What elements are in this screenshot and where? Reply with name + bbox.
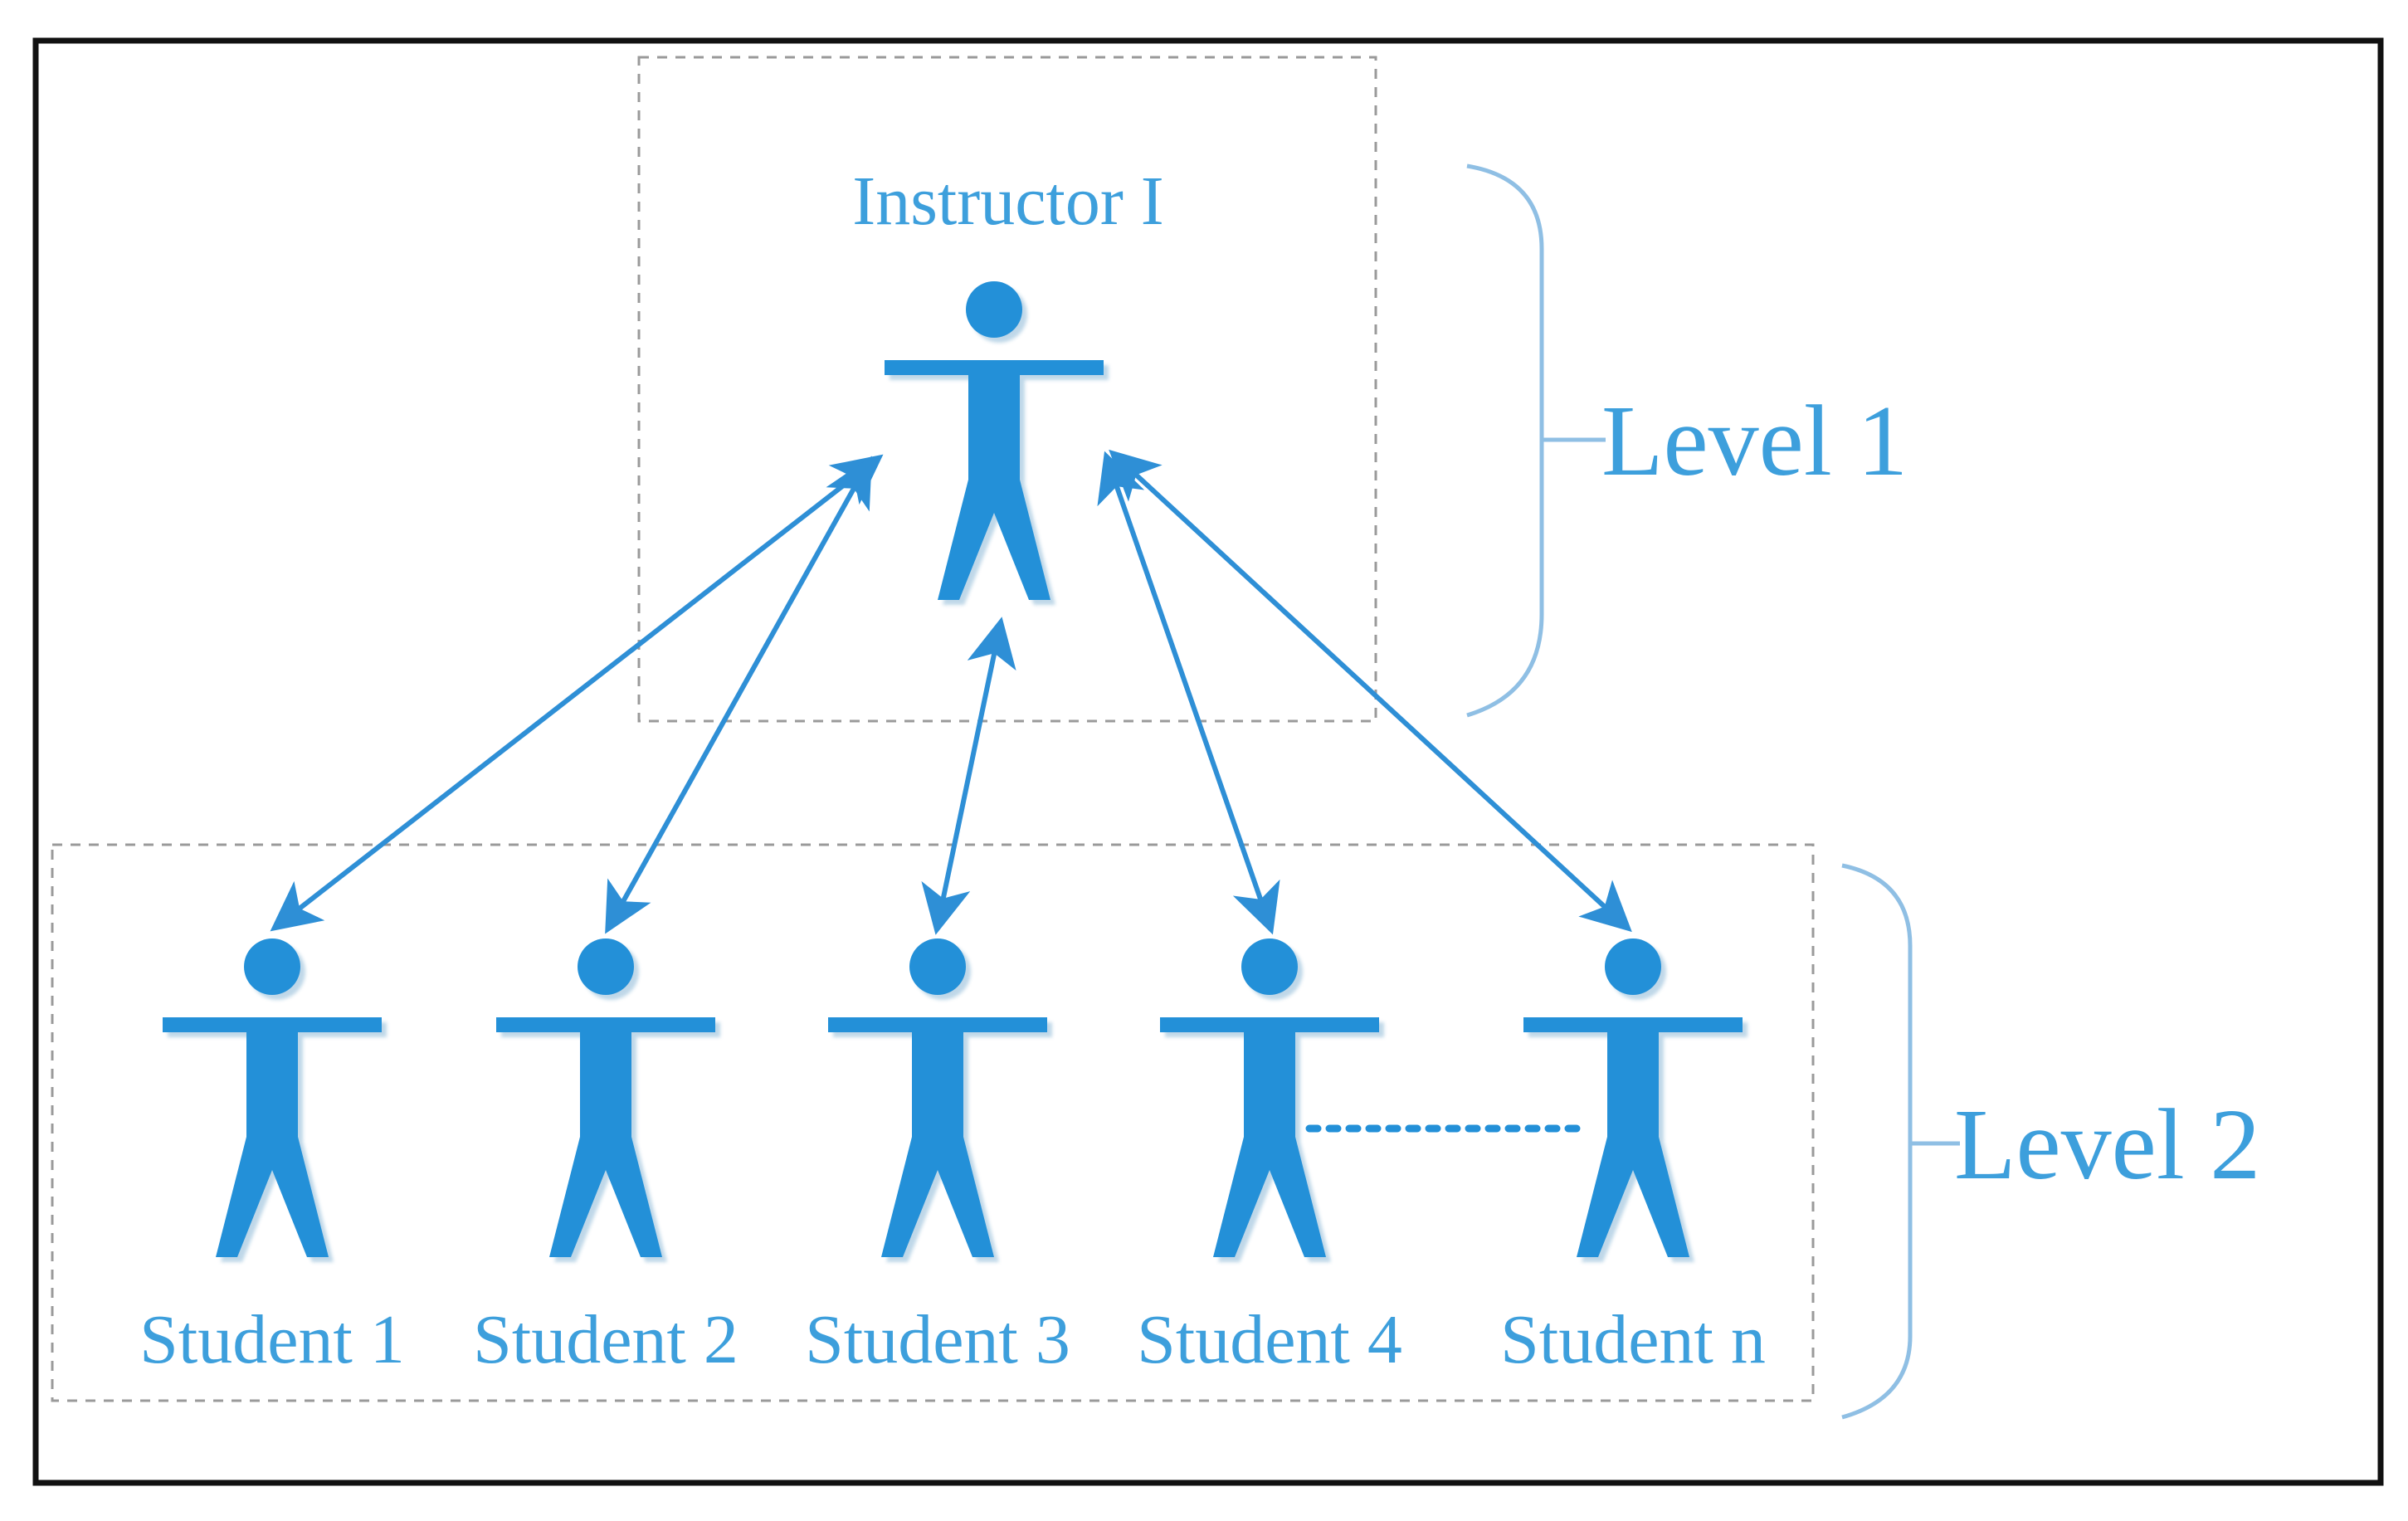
- torso-shape: [968, 363, 1020, 488]
- bidirectional-arrow: [921, 617, 1016, 935]
- legs-shape: [549, 1137, 662, 1257]
- student-label: Student 3: [805, 1301, 1070, 1378]
- torso-shape: [246, 1021, 298, 1145]
- torso-shape: [912, 1021, 963, 1145]
- level-2-label: Level 2: [1954, 1089, 2260, 1201]
- student-label: Student 1: [139, 1301, 405, 1378]
- legs-shape: [216, 1137, 329, 1257]
- student-label: Student 2: [473, 1301, 738, 1378]
- student-figure: [163, 938, 387, 1262]
- level-1-label: Level 1: [1601, 385, 1908, 497]
- bidirectional-arrow: [605, 456, 872, 934]
- student-figure: [496, 938, 720, 1262]
- student-figure: [828, 938, 1052, 1262]
- student-figure: [1523, 938, 1748, 1262]
- legs-shape: [1213, 1137, 1326, 1257]
- outer-frame: [32, 37, 2384, 1486]
- torso-shape: [1607, 1021, 1659, 1145]
- head-shape: [966, 281, 1022, 338]
- level-2-bracket: [1841, 863, 1913, 1420]
- student-label: Student 4: [1137, 1301, 1402, 1378]
- instructor-figure: [885, 281, 1109, 605]
- legs-shape: [938, 480, 1050, 600]
- torso-shape: [580, 1021, 631, 1145]
- head-shape: [578, 938, 634, 995]
- torso-shape: [1244, 1021, 1295, 1145]
- instructor-label: Instructor I: [852, 163, 1164, 240]
- legs-shape: [1577, 1137, 1689, 1257]
- head-shape: [1241, 938, 1298, 995]
- bidirectional-arrow: [1109, 449, 1632, 933]
- student-label: Student n: [1500, 1301, 1766, 1378]
- instructor-group-box: [637, 56, 1377, 723]
- student-figure: [1160, 938, 1384, 1262]
- head-shape: [244, 938, 300, 995]
- head-shape: [909, 938, 966, 995]
- head-shape: [1605, 938, 1661, 995]
- legs-shape: [881, 1137, 994, 1257]
